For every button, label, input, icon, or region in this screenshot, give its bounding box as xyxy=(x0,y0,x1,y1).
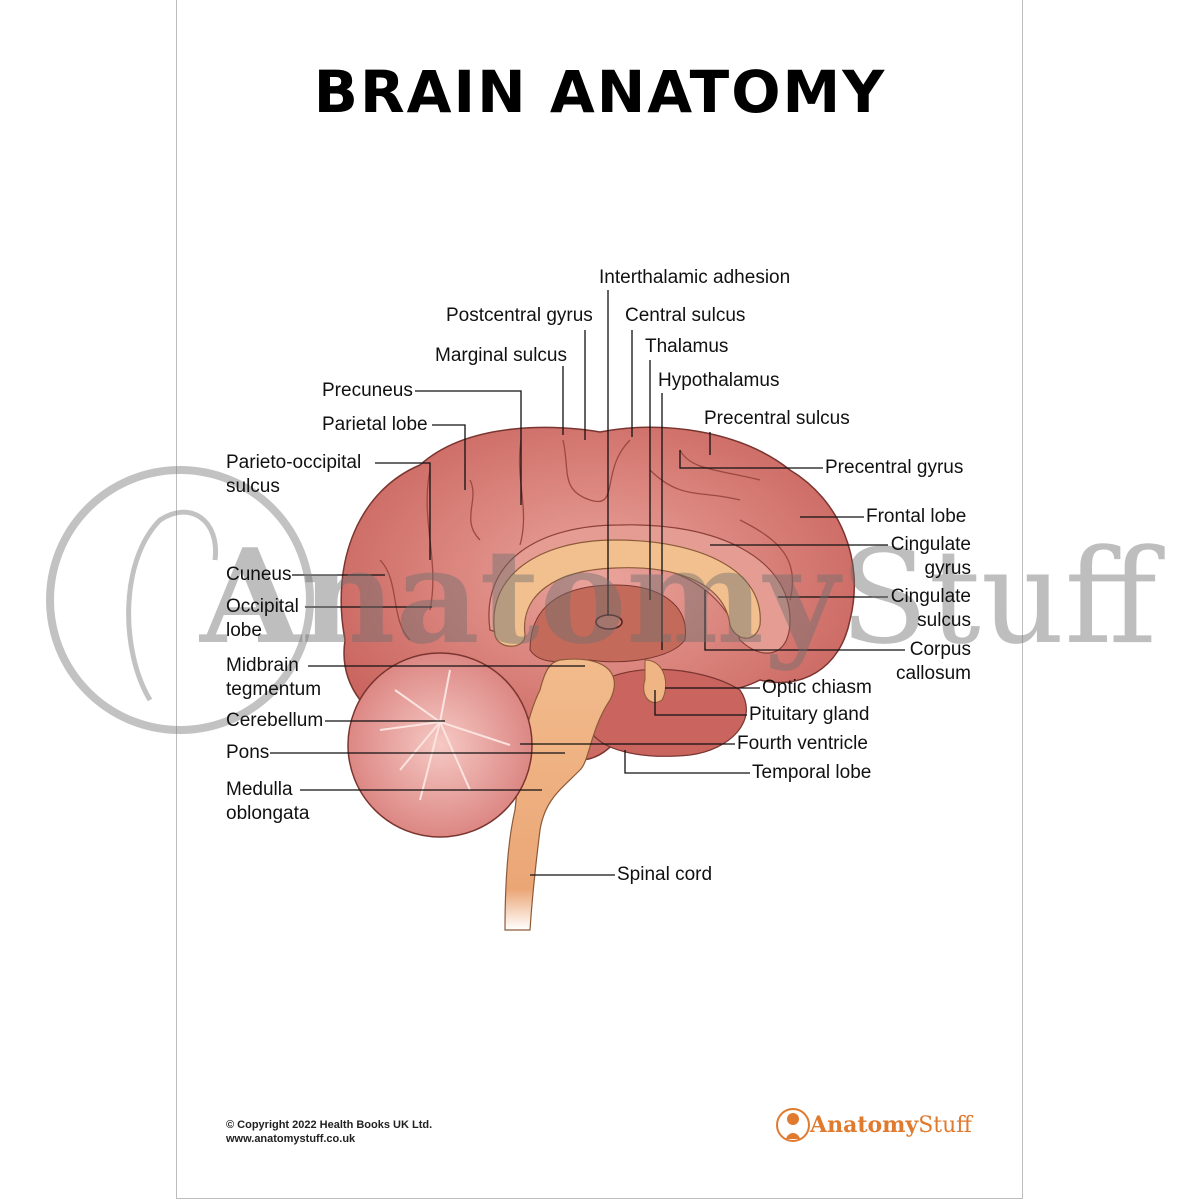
watermark-logo-icon xyxy=(46,466,314,734)
label-interthalamic-adhesion: Interthalamic adhesion xyxy=(599,267,791,288)
cerebellum xyxy=(347,652,533,838)
label-thalamus: Thalamus xyxy=(645,336,729,357)
leader-lines xyxy=(270,290,905,876)
label-cuneus: Cuneus xyxy=(226,564,292,585)
label-precentral-gyrus: Precentral gyrus xyxy=(825,457,964,478)
label-marginal-sulcus: Marginal sulcus xyxy=(435,345,567,366)
label-precentral-sulcus: Precentral sulcus xyxy=(704,408,850,429)
label-hypothalamus: Hypothalamus xyxy=(658,370,780,391)
label-frontal-lobe: Frontal lobe xyxy=(866,506,967,527)
website-link[interactable]: www.anatomystuff.co.uk xyxy=(226,1133,356,1145)
label-parietal-lobe: Parietal lobe xyxy=(322,414,428,435)
interthalamic-adhesion xyxy=(595,614,623,630)
arbor-vitae xyxy=(379,669,511,801)
label-optic-chiasm: Optic chiasm xyxy=(762,677,872,698)
logo-head-icon xyxy=(776,1108,810,1142)
label-pituitary-gland: Pituitary gland xyxy=(749,704,870,725)
label-temporal-lobe: Temporal lobe xyxy=(752,762,872,783)
page-title: BRAIN ANATOMY xyxy=(313,58,887,126)
footer-copyright: © Copyright 2022 Health Books UK Ltd. ww… xyxy=(226,1118,432,1146)
label-pons: Pons xyxy=(226,742,270,763)
label-cerebellum: Cerebellum xyxy=(226,710,324,731)
watermark: AnatomyStuff xyxy=(200,520,1157,673)
brainstem xyxy=(504,658,615,931)
label-precuneus: Precuneus xyxy=(322,380,413,401)
pituitary-gland xyxy=(643,659,667,703)
label-spinal-cord: Spinal cord xyxy=(617,864,713,885)
label-central-sulcus: Central sulcus xyxy=(625,305,746,326)
copyright-text: © Copyright 2022 Health Books UK Ltd. xyxy=(226,1119,433,1131)
label-fourth-ventricle: Fourth ventricle xyxy=(737,733,868,754)
corpus-callosum xyxy=(493,539,761,647)
label-postcentral-gyrus: Postcentral gyrus xyxy=(446,305,593,326)
